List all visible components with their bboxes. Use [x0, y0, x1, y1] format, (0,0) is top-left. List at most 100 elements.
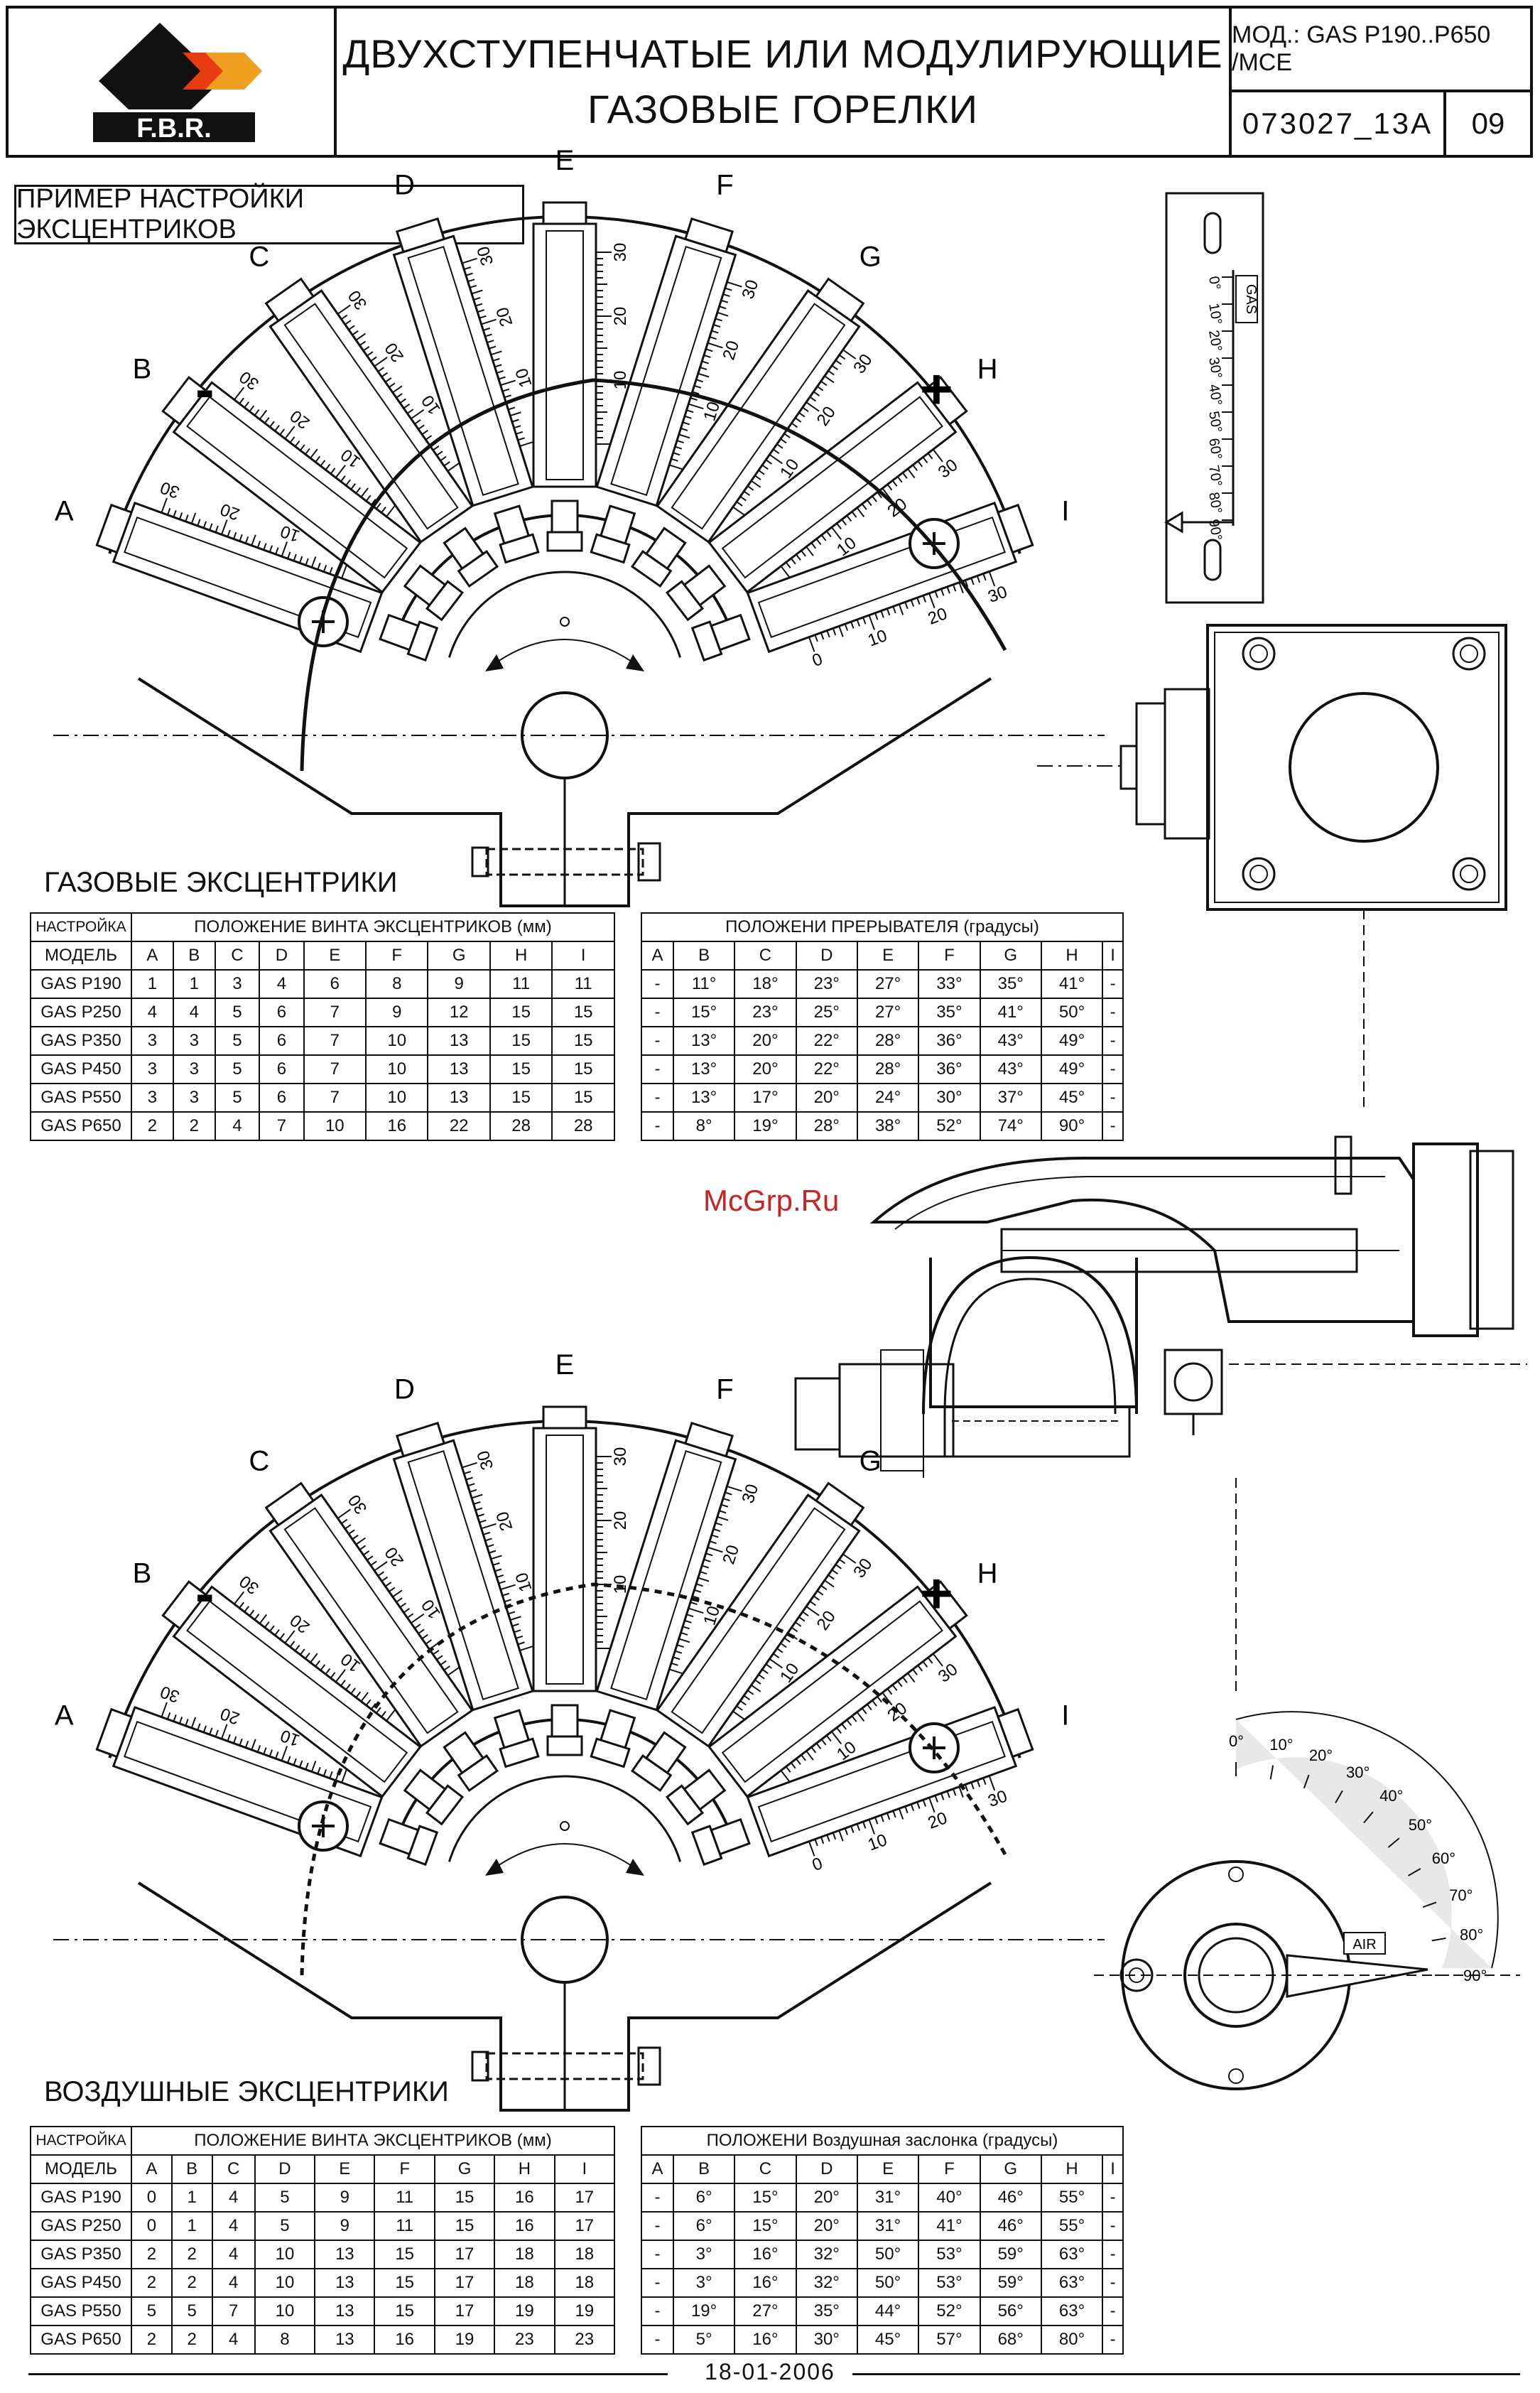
column-header: A — [131, 2154, 173, 2184]
degree-cell: - — [641, 2325, 674, 2355]
scale-tick-label: 20 — [719, 338, 743, 362]
table-row: -5°16°30°45°57°68°80°- — [641, 2325, 1124, 2355]
degree-cell: - — [1102, 2296, 1124, 2326]
degree-cell: - — [1102, 2183, 1124, 2213]
table-row: -13°20°22°28°36°43°49°- — [641, 1026, 1124, 1056]
minus-sign: - — [195, 1562, 215, 1625]
gas-scale-tick: 50° — [1205, 410, 1225, 434]
screw-cell: 19 — [494, 2296, 555, 2326]
degree-cell: 55° — [1040, 2211, 1104, 2241]
screw-cell: 5 — [214, 998, 261, 1027]
degree-cell: 20° — [795, 1083, 858, 1113]
screw-cell: 23 — [494, 2325, 555, 2355]
scale-tick-label: 30 — [738, 1482, 762, 1506]
screw-cell: 18 — [553, 2240, 616, 2269]
column-header: D — [259, 941, 305, 971]
degree-cell: 41° — [1040, 969, 1104, 999]
screw-cell: 5 — [214, 1083, 261, 1113]
screw-cell: 15 — [433, 2211, 496, 2241]
column-header: C — [734, 2154, 797, 2184]
degree-cell: 50° — [1040, 998, 1104, 1027]
screw-cell: 10 — [303, 1111, 367, 1141]
screw-cell: 17 — [433, 2296, 496, 2326]
cam-letter: A — [55, 495, 74, 526]
screw-cell: 19 — [433, 2325, 496, 2355]
degree-cell: 35° — [918, 998, 981, 1027]
screw-cell: 9 — [365, 998, 429, 1027]
degree-cell: 35° — [979, 969, 1042, 999]
column-header: E — [314, 2154, 376, 2184]
table-row: -8°19°28°38°52°74°90°- — [641, 1111, 1124, 1141]
degree-cell: 41° — [979, 998, 1042, 1027]
cam-letter: D — [394, 170, 415, 201]
cam-letter: D — [394, 1374, 415, 1405]
screw-cell: 7 — [303, 998, 367, 1027]
scale-tick-label: 0 — [810, 649, 825, 671]
degree-cell: 23° — [734, 998, 797, 1027]
model-cell: GAS P650 — [30, 2325, 132, 2355]
degree-cell: 6° — [672, 2183, 736, 2213]
screw-cell: 5 — [254, 2183, 316, 2213]
scale-tick-label: 30 — [158, 1682, 182, 1707]
column-header: G — [979, 941, 1042, 971]
watermark: McGrp.Ru — [703, 1184, 840, 1217]
screw-cell: 15 — [489, 1026, 553, 1056]
screw-cell: 1 — [131, 969, 174, 999]
column-header: I — [553, 2154, 616, 2184]
logo-text: F.B.R. — [136, 114, 212, 144]
screw-cell: 2 — [170, 2325, 213, 2355]
cam-letter: F — [716, 1374, 733, 1405]
scale-tick-label: 20 — [813, 1607, 840, 1633]
degree-cell: 18° — [734, 969, 797, 999]
degree-cell: 31° — [856, 2183, 920, 2213]
screw-cell: 17 — [553, 2183, 616, 2213]
air-dial-tick: 0° — [1229, 1732, 1244, 1750]
column-header: E — [856, 2154, 920, 2184]
logo-cell: F.B.R. — [9, 9, 337, 155]
screw-cell: 15 — [551, 998, 615, 1027]
degree-cell: 13° — [672, 1054, 736, 1084]
screw-cell: 4 — [259, 969, 305, 999]
degree-cell: 35° — [795, 2296, 858, 2326]
degree-cell: 8° — [672, 1111, 736, 1141]
degree-cell: 63° — [1040, 2296, 1104, 2326]
degree-cell: 90° — [1040, 1111, 1104, 1141]
model-range: МОД.: GAS P190..P650 /MCE — [1232, 9, 1530, 92]
setting-label: НАСТРОЙКА — [30, 2126, 132, 2156]
degree-cell: 20° — [734, 1026, 797, 1056]
degree-cell: - — [1102, 998, 1124, 1027]
cam-letter: H — [977, 1557, 998, 1589]
cam-letter: A — [55, 1700, 74, 1731]
degree-cell: 20° — [795, 2211, 858, 2241]
column-header: I — [551, 941, 615, 971]
degree-cell: - — [1102, 1026, 1124, 1056]
screw-header: ПОЛОЖЕНИЕ ВИНТА ЭКСЦЕНТРИКОВ (мм) — [131, 912, 615, 942]
screw-cell: 19 — [553, 2296, 616, 2326]
degree-cell: 32° — [795, 2268, 858, 2298]
degree-cell: - — [1102, 1083, 1124, 1113]
degree-cell: 50° — [856, 2240, 920, 2269]
air-cam-fan: 0102030A0102030B0102030C0102030D0102030E… — [53, 1349, 1105, 2112]
screw-cell: 5 — [214, 1054, 261, 1084]
screw-cell: 15 — [551, 1054, 615, 1084]
degree-cell: 15° — [734, 2211, 797, 2241]
cam-letter: I — [1061, 1700, 1069, 1731]
degree-cell: 40° — [918, 2183, 981, 2213]
screw-cell: 3 — [172, 1026, 216, 1056]
screw-cell: 10 — [365, 1054, 429, 1084]
title-cell: ДВУХСТУПЕНЧАТЫЕ ИЛИ МОДУЛИРУЮЩИЕ ГАЗОВЫЕ… — [337, 9, 1232, 155]
air-dial-tick: 10° — [1269, 1736, 1293, 1754]
model-cell: GAS P350 — [30, 2240, 132, 2269]
screw-cell: 8 — [254, 2325, 316, 2355]
screw-cell: 16 — [374, 2325, 435, 2355]
degree-cell: 13° — [672, 1083, 736, 1113]
screw-cell: 13 — [427, 1026, 491, 1056]
scale-tick-label: 20 — [926, 604, 950, 629]
degree-cell: 20° — [734, 1054, 797, 1084]
gas-cam-fan: 0102030A0102030B0102030C0102030D0102030E… — [53, 145, 1105, 907]
